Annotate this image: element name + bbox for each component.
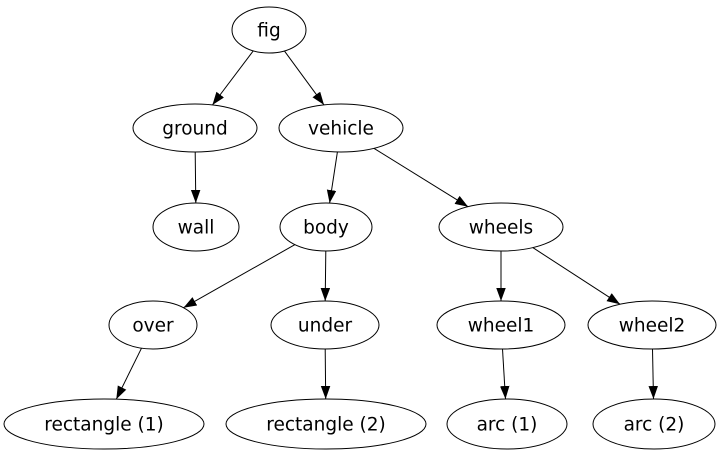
edge-fig-ground (212, 50, 254, 106)
node-label-ground: ground (162, 119, 227, 140)
node-ellipse-rectangle1 (3, 398, 205, 450)
node-ellipse-fig (231, 6, 307, 54)
node-over: over (108, 300, 198, 350)
node-label-rectangle1: rectangle (1) (44, 415, 163, 436)
edge-ground-wall (190, 151, 201, 204)
node-label-wheels: wheels (469, 218, 533, 239)
edge-vehicle-wheels (373, 147, 469, 208)
node-ellipse-wheel1 (436, 300, 566, 350)
node-ellipse-vehicle (278, 103, 404, 153)
node-vehicle: vehicle (278, 103, 404, 153)
node-body: body (279, 202, 373, 252)
edge-wheel1-arc1 (499, 348, 510, 400)
node-label-under: under (298, 316, 353, 337)
node-label-rectangle2: rectangle (2) (266, 415, 385, 436)
node-label-arc2: arc (2) (624, 415, 685, 436)
node-label-wheel2: wheel2 (619, 316, 686, 337)
node-ellipse-rectangle2 (225, 398, 427, 450)
node-label-vehicle: vehicle (308, 119, 374, 140)
node-ellipse-under (270, 300, 380, 350)
node-ground: ground (132, 103, 258, 153)
edge-fig-vehicle (283, 50, 325, 106)
edge-over-rectangle1 (115, 347, 142, 400)
node-under: under (270, 300, 380, 350)
node-rectangle1: rectangle (1) (3, 398, 205, 450)
node-ellipse-wheel2 (587, 300, 717, 350)
node-label-fig: fig (257, 21, 280, 42)
edge-under-rectangle2 (320, 348, 331, 400)
edge-wheel2-arc2 (648, 348, 658, 400)
node-ellipse-ground (132, 103, 258, 153)
nodes-layer: fig ground vehicle wall body wheels over under w… (3, 6, 717, 450)
node-wheels: wheels (438, 202, 564, 252)
node-wheel2: wheel2 (587, 300, 717, 350)
edge-vehicle-body (326, 151, 338, 204)
edge-body-over (183, 244, 296, 309)
node-ellipse-body (279, 202, 373, 252)
node-wheel1: wheel1 (436, 300, 566, 350)
node-arc2: arc (2) (592, 398, 716, 450)
node-label-body: body (303, 218, 349, 239)
node-label-wheel1: wheel1 (468, 316, 535, 337)
node-fig: fig (231, 6, 307, 54)
node-ellipse-over (108, 300, 198, 350)
node-wall: wall (152, 202, 240, 252)
node-ellipse-wheels (438, 202, 564, 252)
edge-body-under (320, 250, 331, 302)
edges-layer (115, 50, 658, 400)
node-label-wall: wall (178, 218, 215, 239)
node-label-arc1: arc (1) (477, 415, 538, 436)
node-arc1: arc (1) (446, 398, 568, 450)
node-rectangle2: rectangle (2) (225, 398, 427, 450)
edge-wheels-wheel2 (532, 247, 621, 305)
node-label-over: over (132, 316, 174, 337)
node-ellipse-wall (152, 202, 240, 252)
node-ellipse-arc1 (446, 398, 568, 450)
node-ellipse-arc2 (592, 398, 716, 450)
